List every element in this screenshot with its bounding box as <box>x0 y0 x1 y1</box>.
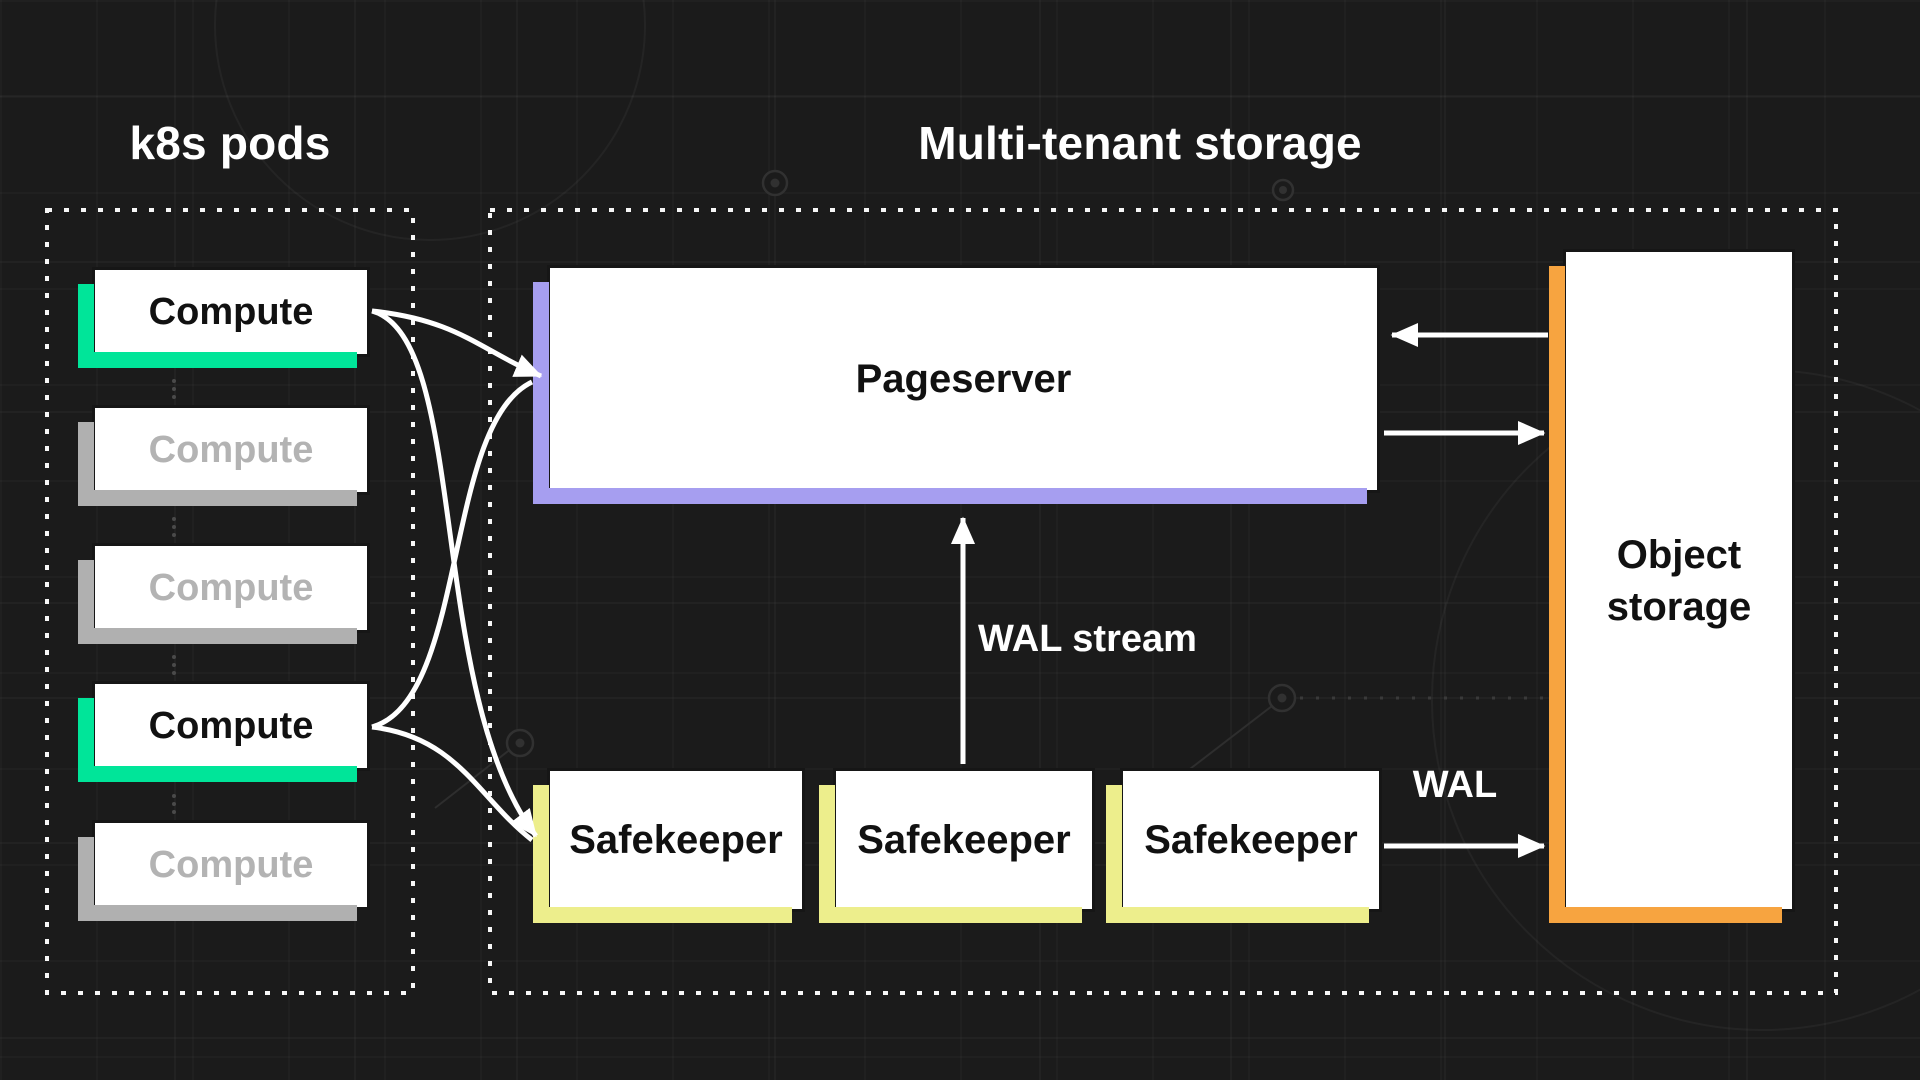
safekeeper-label: Safekeeper <box>1144 817 1358 862</box>
compute-label: Compute <box>148 843 314 886</box>
compute-label: Compute <box>148 428 314 471</box>
decor-node-top <box>761 169 789 197</box>
object-storage-label: Object storage <box>1606 532 1752 629</box>
safekeeper-box-3: Safekeeper <box>1106 768 1382 923</box>
safekeeper-label: Safekeeper <box>857 817 1071 862</box>
compute-box-1: Compute <box>78 267 370 368</box>
decor-node-mid-left <box>434 728 535 809</box>
arrow-compute1-to-safekeeper <box>371 308 538 838</box>
compute-box-4: Compute <box>78 681 370 782</box>
pageserver-label: Pageserver <box>855 356 1072 401</box>
compute-box-2: Compute <box>78 405 370 506</box>
safekeeper-box-2: Safekeeper <box>819 768 1095 923</box>
wal-label: WAL <box>1412 764 1498 806</box>
arrow-compute4-to-pageserver <box>371 379 534 730</box>
compute-box-3: Compute <box>78 543 370 644</box>
safekeeper-label: Safekeeper <box>569 817 783 862</box>
safekeeper-box-1: Safekeeper <box>533 768 805 923</box>
compute-box-5: Compute <box>78 820 370 921</box>
compute-label: Compute <box>148 704 314 747</box>
multi-tenant-storage-title: Multi-tenant storage <box>918 117 1362 169</box>
compute-label: Compute <box>148 290 314 333</box>
arrow-compute4-to-safekeeper <box>371 724 534 842</box>
k8s-pods-title: k8s pods <box>129 117 331 169</box>
object-storage-box: Object storage <box>1549 249 1795 923</box>
arrow-compute1-to-pageserver <box>371 308 543 379</box>
pageserver-box: Pageserver <box>533 265 1380 504</box>
wal-stream-label: WAL stream <box>978 618 1197 660</box>
compute-label: Compute <box>148 566 314 609</box>
decor-node-top2 <box>1271 178 1295 202</box>
